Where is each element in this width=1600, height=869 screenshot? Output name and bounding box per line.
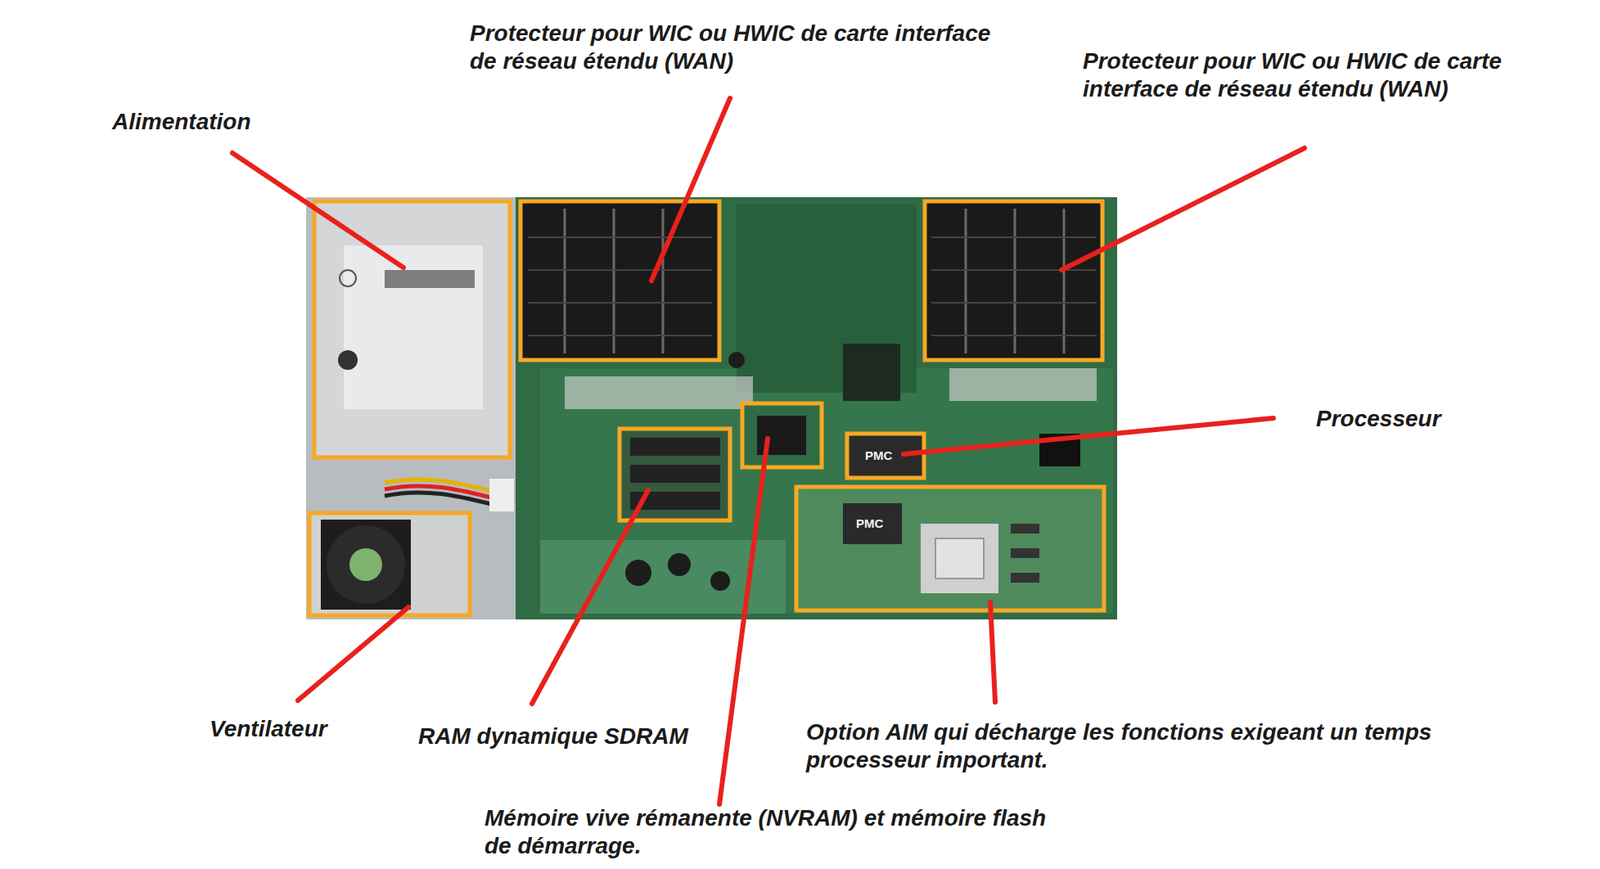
callout-label: RAM dynamique SDRAM (418, 722, 689, 751)
chip-marking: PMC (856, 517, 884, 531)
callout-label: Option AIM qui décharge les fonctions ex… (806, 718, 1461, 775)
callout-label: Ventilateur (209, 715, 328, 744)
callout-label: Processeur (1316, 405, 1442, 433)
circuit-board (515, 197, 1118, 620)
callout-label: Protecteur pour WIC ou HWIC de carte int… (1082, 47, 1595, 104)
callout-label: Alimentation (112, 108, 252, 136)
callout-label: Protecteur pour WIC ou HWIC de carte int… (469, 19, 994, 76)
leader-lines (232, 98, 1305, 805)
chip-marking: PMC (865, 449, 893, 463)
callout-label: Mémoire vive rémanente (NVRAM) et mémoir… (484, 804, 1058, 861)
chassis (306, 197, 1118, 620)
